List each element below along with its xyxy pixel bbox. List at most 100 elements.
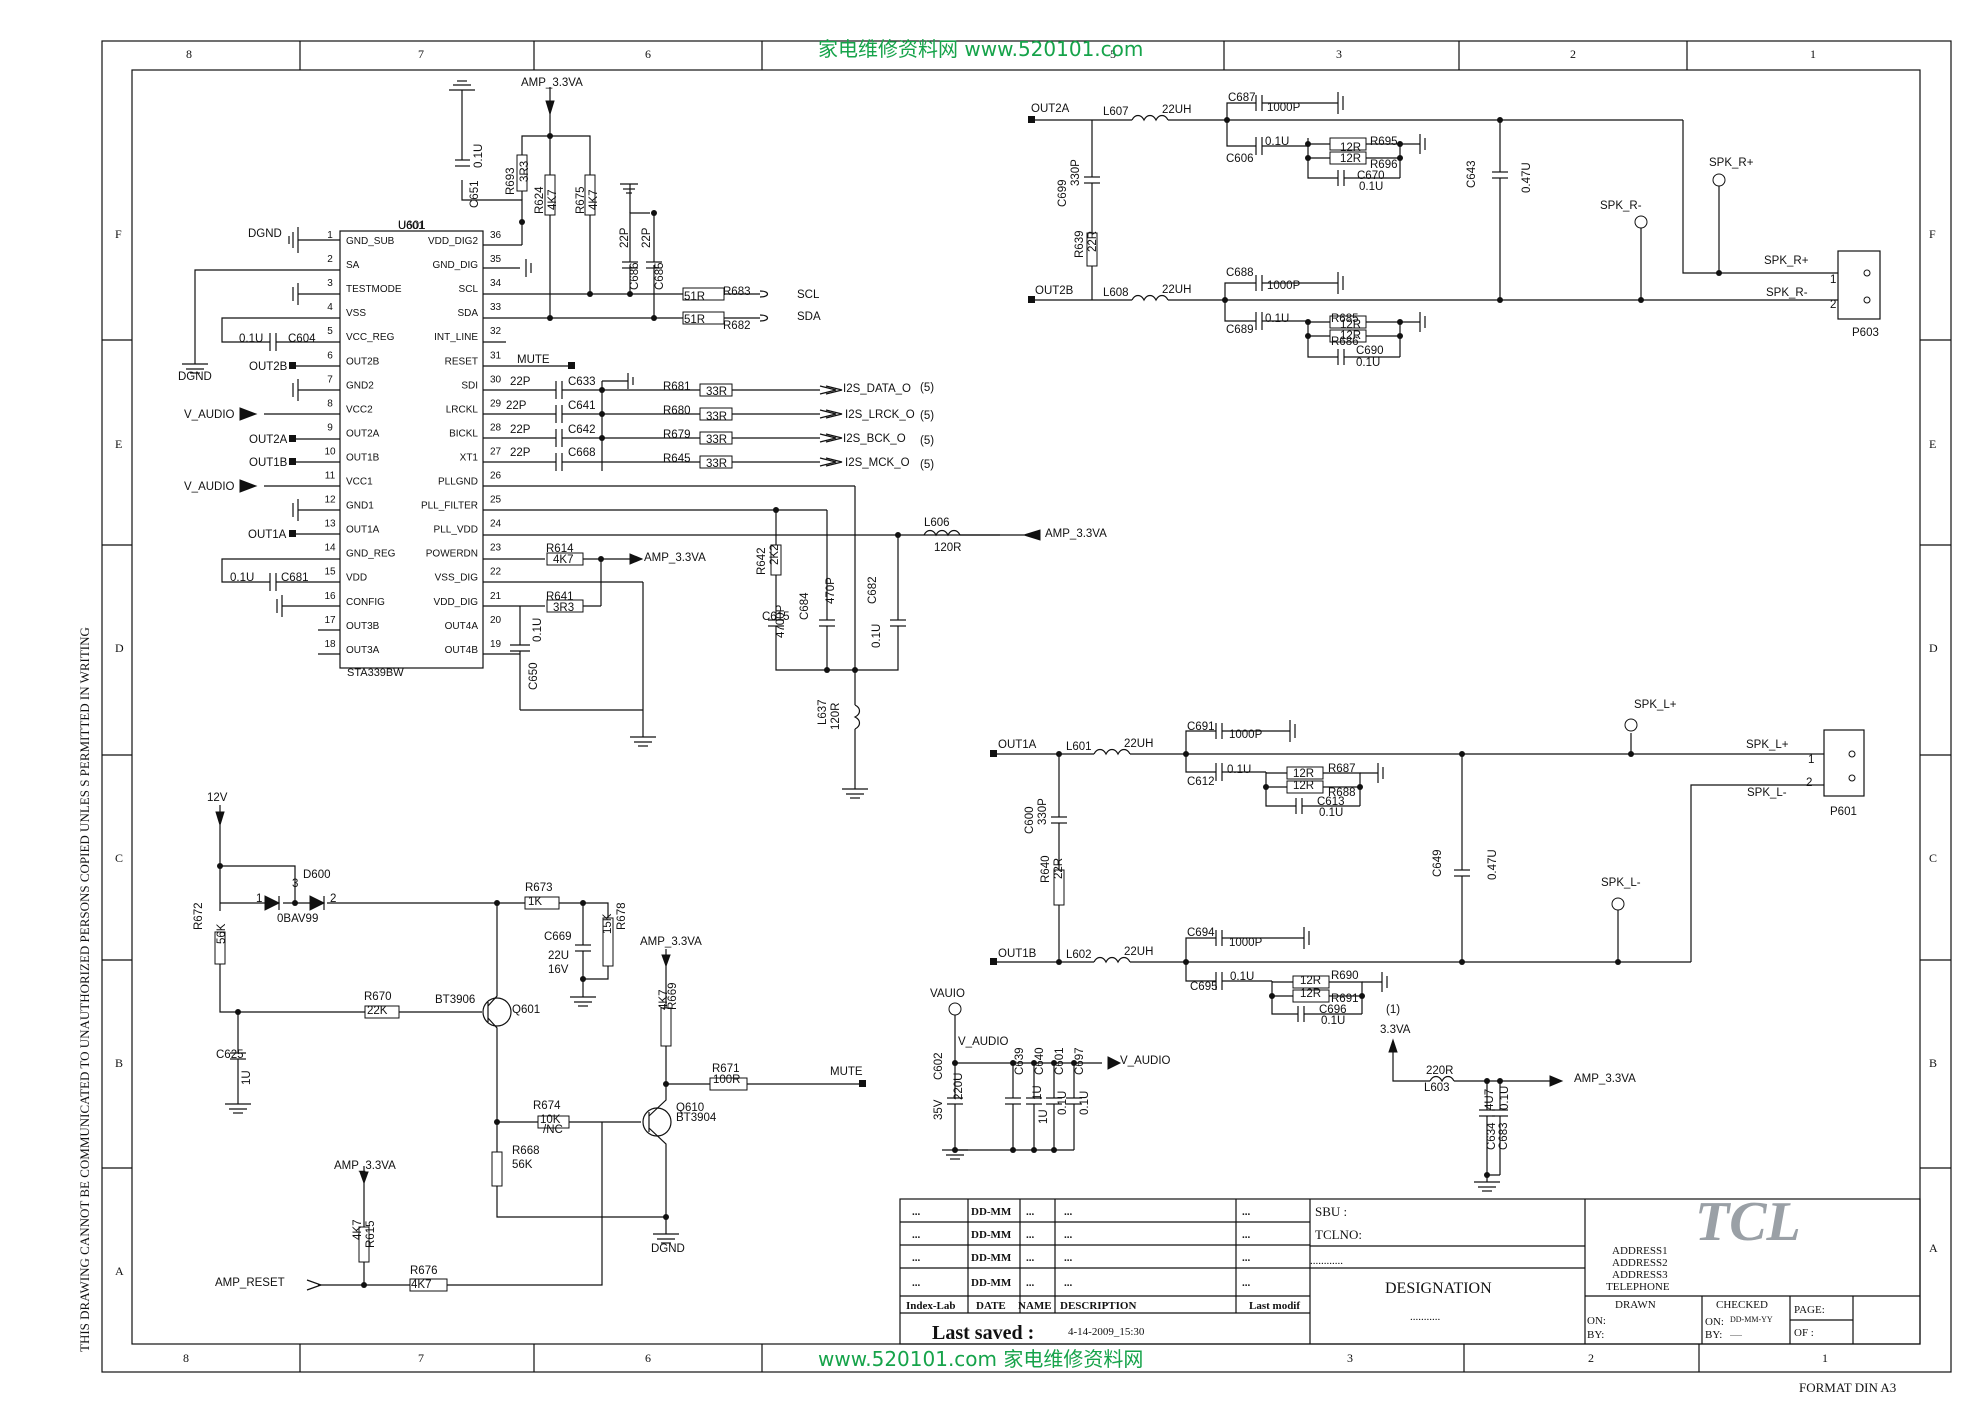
- col-label: 6: [645, 1351, 651, 1365]
- label-r682v: 51R: [684, 314, 705, 326]
- rev-name: ...: [1026, 1206, 1035, 1218]
- checked-label: CHECKED: [1716, 1299, 1768, 1311]
- ic-pin-name: VDD_DIG2: [428, 236, 478, 247]
- ic-pin-name: GND1: [346, 501, 374, 512]
- label-bt3906: BT3906: [435, 994, 475, 1006]
- label-r670v: 22K: [367, 1005, 388, 1017]
- label-c699v: 330P: [1070, 159, 1082, 186]
- row-label: A: [115, 1264, 124, 1278]
- label-p603_1: 1: [1830, 274, 1836, 286]
- label-r695: R695: [1370, 136, 1398, 148]
- label-i2s2n: (5): [920, 410, 934, 422]
- label-l601: L601: [1066, 741, 1092, 753]
- checked-on: ON:: [1705, 1316, 1724, 1328]
- label-amp33b: AMP_3.3VA: [644, 552, 706, 564]
- designation-value: ...........: [1410, 1311, 1441, 1323]
- label-c601: C601: [1054, 1048, 1066, 1076]
- label-r681: R681: [663, 381, 691, 393]
- label-c695v: 0.1U: [1230, 971, 1254, 983]
- label-c600v: 330P: [1037, 798, 1049, 825]
- ic-pin-name: GND_REG: [346, 549, 396, 560]
- label-c668: C668: [568, 447, 596, 459]
- ic-pin-name: PLL_FILTER: [421, 501, 478, 512]
- rev-date: DD-MM: [971, 1229, 1012, 1241]
- label-c613v: 0.1U: [1319, 807, 1343, 819]
- label-i2s1: I2S_DATA_O: [843, 383, 911, 395]
- label-c688: C688: [1226, 267, 1254, 279]
- label-c612: C612: [1187, 776, 1215, 788]
- label-r642v: 2K2: [769, 545, 781, 565]
- label-vaudio2: V_AUDIO: [184, 481, 235, 493]
- ic-pin-number: 19: [490, 639, 502, 650]
- label-r680: R680: [663, 405, 691, 417]
- ic-pin-name: LRCKL: [446, 404, 479, 415]
- label-r669: R669: [667, 983, 679, 1011]
- label-p603: P603: [1852, 327, 1879, 339]
- label-p601_2: 2: [1806, 777, 1812, 789]
- label-amp33f: AMP_3.3VA: [334, 1160, 396, 1172]
- label-c625v: 1U: [241, 1070, 253, 1085]
- label-r686: R686: [1331, 336, 1359, 348]
- label-spkl_p1: SPK_L+: [1634, 699, 1677, 711]
- label-c691: C691: [1187, 721, 1215, 733]
- label-vaudio_tp: VAUIO: [930, 988, 965, 1000]
- ic-pin-name: INT_LINE: [434, 332, 478, 343]
- label-r691v: 12R: [1300, 988, 1321, 1000]
- label-spkl_m2: SPK_L-: [1747, 787, 1787, 799]
- label-c642v: 22P: [510, 424, 531, 436]
- ic-pin-number: 34: [490, 278, 502, 289]
- ic-pin-number: 16: [324, 591, 336, 602]
- ic-pin-number: 14: [324, 543, 336, 554]
- label-mute2: MUTE: [830, 1066, 863, 1078]
- row-label: F: [115, 227, 122, 241]
- label-r676: R676: [410, 1265, 438, 1277]
- label-c650: C650: [528, 663, 540, 691]
- label-l602: L602: [1066, 949, 1092, 961]
- ic-pin-number: 6: [327, 350, 333, 361]
- ic-pin-number: 10: [324, 446, 336, 457]
- ic-pin-number: 11: [325, 471, 336, 482]
- col-label: 6: [645, 47, 651, 61]
- rev-desc: ...: [1064, 1252, 1073, 1264]
- ic-pin-name: OUT4B: [445, 645, 479, 656]
- label-r688: R688: [1328, 787, 1356, 799]
- ic-pin-number: 24: [490, 519, 502, 530]
- ic-pin-number: 27: [490, 446, 502, 457]
- label-c690: C690: [1356, 345, 1384, 357]
- checked-by-value: ......: [1730, 1329, 1742, 1338]
- label-r679v: 33R: [706, 434, 727, 446]
- label-c639: C639: [1014, 1048, 1026, 1076]
- label-r639v: 22R: [1087, 231, 1099, 252]
- ic-pin-name: OUT1B: [346, 452, 380, 463]
- label-r672v: 56K: [216, 923, 228, 944]
- column-labels-bottom: 8 7 6 3 2 1: [183, 1351, 1828, 1365]
- row-label: D: [115, 641, 124, 655]
- label-r676v: 4K7: [411, 1279, 431, 1291]
- label-amp33a: AMP_3.3VA: [521, 77, 583, 89]
- title-block: ... DD-MM ... ... ... ... DD-MM ... ... …: [899, 1191, 1921, 1345]
- ic-pin-number: 4: [327, 302, 333, 313]
- label-c634: C634: [1486, 1122, 1498, 1150]
- label-c625: C625: [216, 1049, 244, 1061]
- label-r671v: 100R: [713, 1074, 741, 1086]
- label-r690v: 12R: [1300, 975, 1321, 987]
- label-scl: SCL: [797, 289, 820, 301]
- label-d600: D600: [303, 869, 331, 881]
- label-r687v: 12R: [1293, 768, 1314, 780]
- ic-pin-name: XT1: [460, 452, 479, 463]
- tclno-value: ............: [1310, 1255, 1343, 1267]
- label-c686: C686: [629, 263, 641, 291]
- label-q610: Q610: [676, 1102, 704, 1114]
- hdr-desc: DESCRIPTION: [1060, 1300, 1136, 1312]
- designation: DESIGNATION: [1385, 1280, 1492, 1297]
- ic-pin-number: 21: [490, 591, 502, 602]
- label-c697: C697: [1074, 1048, 1086, 1076]
- col-label: 3: [1336, 47, 1342, 61]
- label-c649: C649: [1432, 850, 1444, 878]
- label-c683v: 0.1U: [1499, 1086, 1511, 1110]
- label-r678: R678: [616, 903, 628, 931]
- label-r687: R687: [1328, 763, 1356, 775]
- label-p601_1: 1: [1808, 754, 1814, 766]
- rev-mod: ...: [1242, 1206, 1251, 1218]
- label-c694: C694: [1187, 927, 1215, 939]
